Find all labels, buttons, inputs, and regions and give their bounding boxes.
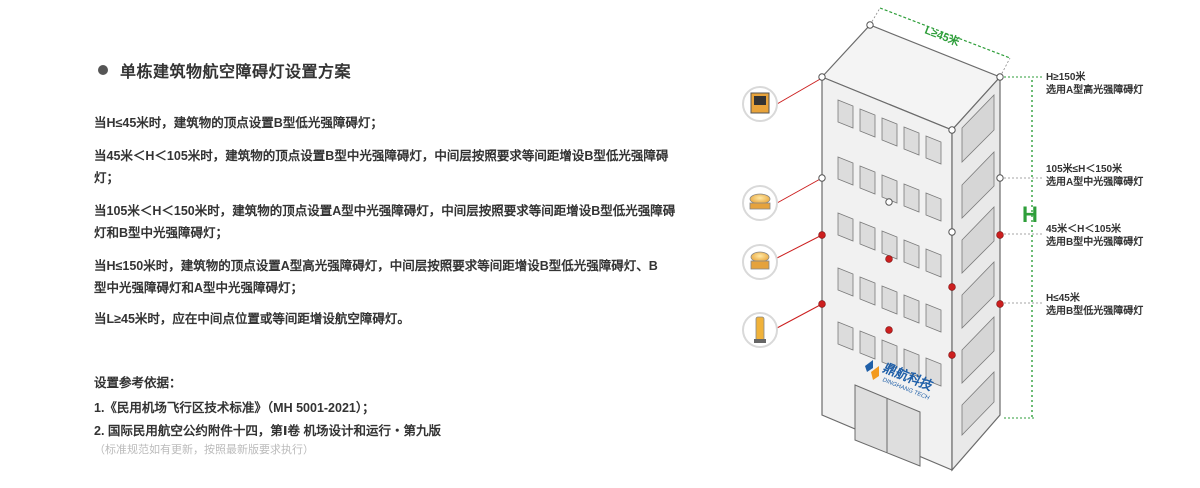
entrance-door — [854, 384, 921, 467]
rule-item: 当45米＜H＜105米时，建筑物的顶点设置B型中光强障碍灯，中间层按照要求等间距… — [94, 149, 669, 185]
hollow-markers — [818, 21, 1004, 236]
height-label: H — [1022, 202, 1038, 227]
logo-mark-icon — [865, 360, 873, 372]
section-title: 单栋建筑物航空障碍灯设置方案 — [98, 58, 351, 82]
height-dimension: H — [1004, 76, 1038, 419]
level-label: 选用B型低光强障碍灯 — [1046, 304, 1143, 317]
rule-item: 当L≥45米时，应在中间点位置或等间距增设航空障碍灯。 — [94, 312, 410, 326]
front-windows — [837, 99, 942, 387]
medium-a-lamp-icon — [742, 185, 778, 221]
level-label: 45米＜H＜105米 — [1046, 222, 1122, 235]
rule-item: 当H≤150米时，建筑物的顶点设置A型高光强障碍灯，中间层按照要求等间距增设B型… — [94, 259, 658, 295]
bullet-icon — [98, 65, 108, 75]
level-label: 选用B型中光强障碍灯 — [1046, 235, 1143, 248]
high-intensity-lamp-icon — [742, 86, 778, 122]
level-label: H≥150米 — [1046, 70, 1086, 83]
basis-item: 2. 国际民用航空公约附件十四，第Ⅰ卷 机场设计和运行・第九版 — [94, 424, 442, 438]
basis-title: 设置参考依据： — [94, 376, 182, 390]
low-intensity-lamp-icon — [742, 312, 778, 348]
standard-note: （标准规范如有更新，按照最新版要求执行） — [94, 444, 314, 456]
level-labels: H≥150米 选用A型高光强障碍灯 105米≤H＜150米 选用A型中光强障碍灯… — [1000, 70, 1143, 317]
level-label: H≤45米 — [1046, 291, 1081, 304]
level-label: 105米≤H＜150米 — [1046, 162, 1123, 175]
basis-item: 1.《民用机场飞行区技术标准》（MH 5001-2021）； — [94, 401, 375, 415]
callout-lines — [776, 77, 823, 329]
text-panel: 单栋建筑物航空障碍灯设置方案 当H≤45米时，建筑物的顶点设置B型低光强障碍灯；… — [94, 58, 676, 456]
page-title: 单栋建筑物航空障碍灯设置方案 — [120, 64, 352, 81]
level-label: 选用A型中光强障碍灯 — [1046, 175, 1143, 188]
level-label: 选用A型高光强障碍灯 — [1046, 83, 1143, 96]
side-windows — [961, 94, 995, 436]
length-label: L≥45米 — [923, 23, 963, 49]
rule-item: 当H≤45米时，建筑物的顶点设置B型低光强障碍灯； — [94, 116, 383, 130]
building-diagram: 鼎航科技 DINGHANG TECH L≥45米 H H≥150米 选用A型高光… — [742, 7, 1143, 472]
red-markers — [818, 231, 1004, 359]
medium-b-lamp-icon — [742, 244, 778, 280]
rule-item: 当105米＜H＜150米时，建筑物的顶点设置A型中光强障碍灯，中间层按照要求等间… — [94, 204, 676, 240]
logo-mark-icon — [871, 366, 879, 380]
